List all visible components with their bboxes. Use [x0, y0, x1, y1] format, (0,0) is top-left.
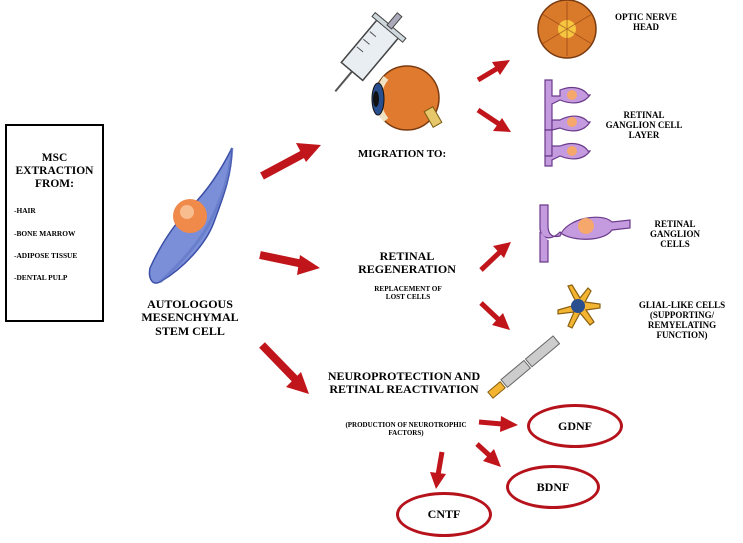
arrow-stem-to-migration — [260, 143, 321, 180]
arrow-to-glial — [479, 301, 510, 330]
retinal-ganglion-cell-icon — [539, 204, 631, 263]
arrow-to-ganglion-layer — [476, 107, 511, 132]
cntf-label: CNTF — [427, 507, 461, 521]
regeneration-sublabel: REPLACEMENT OF LOST CELLS — [374, 285, 442, 302]
cntf-oval: CNTF — [396, 492, 492, 537]
extraction-box: MSC EXTRACTION FROM: -HAIR -BONE MARROW … — [5, 124, 104, 322]
neuroprotection-sublabel: (PRODUCTION OF NEUROTROPHIC FACTORS) — [345, 421, 467, 437]
gdnf-label: GDNF — [558, 418, 592, 433]
arrow-to-cntf — [430, 451, 446, 489]
extraction-item-adipose: -ADIPOSE TISSUE — [14, 251, 78, 260]
arrow-to-rgc — [479, 242, 511, 272]
regeneration-label: RETINAL REGENERATION — [358, 249, 456, 277]
extraction-title: MSC EXTRACTION FROM: — [15, 152, 94, 190]
stem-cell-icon — [148, 147, 234, 284]
arrow-to-bdnf — [475, 442, 501, 467]
stem-cell-label: AUTOLOGOUS MESENCHYMAL STEM CELL — [141, 297, 239, 338]
extraction-item-bone-marrow: -BONE MARROW — [14, 229, 76, 238]
eye-injection-icon — [334, 11, 443, 131]
optic-nerve-head-icon — [537, 0, 597, 59]
migration-label: MIGRATION TO: — [357, 148, 447, 160]
extraction-item-hair: -HAIR — [14, 206, 36, 215]
arrow-stem-to-neuroprotection — [259, 342, 309, 394]
rgc-layer-label: RETINAL GANGLION CELL LAYER — [605, 110, 683, 141]
arrow-to-gdnf — [478, 416, 518, 432]
glial-cell-icon — [487, 284, 601, 399]
bdnf-label: BDNF — [536, 479, 570, 494]
optic-nerve-head-label: OPTIC NERVE HEAD — [615, 12, 677, 33]
rgc-label: RETINAL GANGLION CELLS — [649, 219, 700, 250]
neuroprotection-label: NEUROPROTECTION AND RETINAL REACTIVATION — [327, 369, 481, 397]
ganglion-cell-layer-icon — [544, 79, 592, 167]
gdnf-oval: GDNF — [527, 404, 623, 448]
glial-label: GLIAL-LIKE CELLS (SUPPORTING/ REMYELATIN… — [638, 300, 726, 341]
extraction-item-dental-pulp: -DENTAL PULP — [14, 273, 68, 282]
arrow-to-optic-nerve — [476, 60, 510, 83]
arrows — [259, 60, 518, 489]
arrow-stem-to-regeneration — [259, 251, 320, 275]
bdnf-oval: BDNF — [506, 465, 600, 509]
